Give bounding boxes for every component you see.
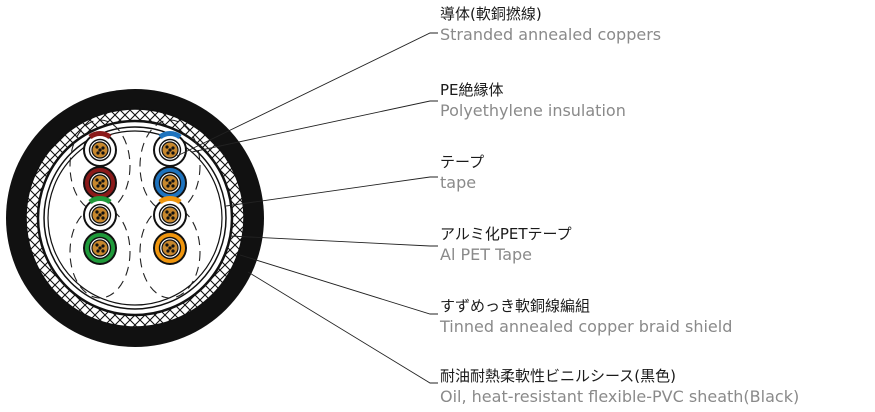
label-tape: テープ tape	[440, 152, 484, 194]
label-insulation-en: Polyethylene insulation	[440, 101, 626, 120]
conductor-green	[83, 231, 117, 265]
label-braid-shield-jp: すずめっき軟銅線編組	[440, 297, 591, 315]
label-al-pet-tape: アルミ化PETテープ Al PET Tape	[440, 224, 572, 266]
label-al-pet-tape-jp: アルミ化PETテープ	[440, 225, 572, 243]
label-insulation-jp: PE絶縁体	[440, 81, 504, 99]
leader-line-tape	[225, 176, 438, 207]
label-sheath-jp: 耐油耐熱柔軟性ビニルシース(黒色)	[440, 367, 676, 385]
leader-line-insulation	[191, 100, 438, 153]
conductor-orange	[153, 231, 187, 265]
conductor-white-brown	[83, 131, 117, 167]
label-al-pet-tape-en: Al PET Tape	[440, 245, 533, 264]
leader-line-braid-shield	[239, 254, 438, 315]
label-conductor-en: Stranded annealed coppers	[440, 25, 662, 44]
conductor-blue	[153, 166, 187, 200]
label-conductor-jp: 導体(軟銅撚線)	[440, 5, 542, 23]
label-tape-en: tape	[440, 173, 477, 192]
conductor-white-green	[83, 196, 117, 232]
leader-line-conductor	[176, 32, 438, 157]
label-braid-shield: すずめっき軟銅線編組 Tinned annealed copper braid …	[440, 296, 732, 338]
label-braid-shield-en: Tinned annealed copper braid shield	[440, 317, 733, 336]
label-insulation: PE絶縁体 Polyethylene insulation	[440, 80, 626, 122]
leader-lines	[176, 32, 438, 384]
leader-line-al-pet-tape	[229, 235, 438, 247]
label-sheath: 耐油耐熱柔軟性ビニルシース(黒色) Oil, heat-resistant fl…	[440, 366, 799, 408]
conductor-white-orange	[153, 196, 187, 232]
label-conductor: 導体(軟銅撚線) Stranded annealed coppers	[440, 4, 661, 46]
leader-line-sheath	[247, 271, 438, 384]
label-tape-jp: テープ	[440, 153, 485, 171]
conductor-brown	[83, 166, 117, 200]
conductor-white-blue	[153, 131, 187, 167]
label-sheath-en: Oil, heat-resistant flexible-PVC sheath(…	[440, 387, 800, 406]
